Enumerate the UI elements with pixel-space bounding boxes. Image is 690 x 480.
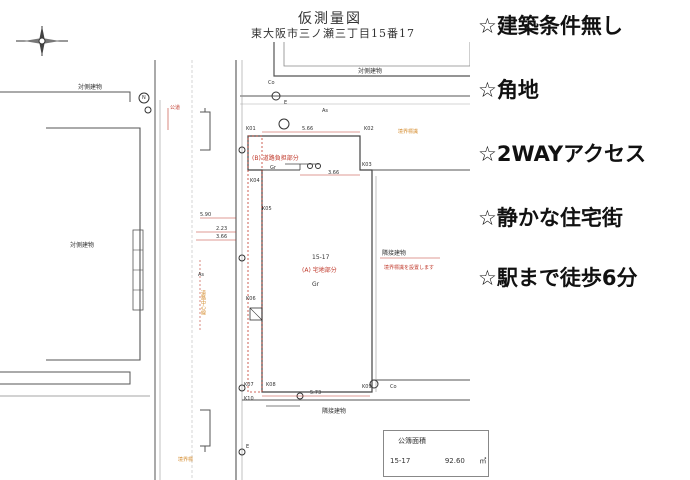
area-row: 15-17 92.60 ㎡	[390, 456, 486, 466]
survey-title: 仮測量図	[298, 11, 362, 27]
dim-left-offset-2: 3.66	[216, 234, 228, 240]
label-adjacent-building-right: 隣接建物	[382, 250, 407, 257]
label-opposite-building-left: 対側建物	[70, 242, 95, 249]
label-n-marker: N	[142, 95, 146, 101]
label-opposite-building-top: 対側建物	[358, 68, 383, 75]
feature-no-build-condition: ☆建築条件無し	[478, 14, 623, 38]
point-k01: K01	[246, 126, 256, 132]
label-e-bottom: E	[246, 444, 250, 450]
area-lot: 15-17	[390, 457, 411, 465]
label-e-top: E	[284, 100, 288, 106]
label-road-center: 道路中心線	[200, 290, 206, 315]
area-table	[383, 430, 489, 477]
feature-2way-access: ☆2WAYアクセス	[478, 142, 647, 166]
point-k04: K04	[250, 178, 260, 184]
label-bottom-left-note: 境界標	[178, 457, 194, 463]
point-k06: K06	[246, 296, 256, 302]
area-heading: 公簿面積	[398, 437, 426, 445]
dim-top-width: 5.66	[302, 126, 314, 132]
dim-road-width: 5.90	[200, 212, 212, 218]
feature-corner-lot: ☆角地	[478, 78, 539, 102]
label-road: 公道	[170, 105, 181, 111]
point-k08: K08	[266, 382, 276, 388]
label-adjacent-note: 境界標識を設置します	[384, 265, 435, 271]
feature-quiet-neighborhood: ☆静かな住宅街	[478, 206, 623, 230]
point-k09: K09	[362, 384, 372, 390]
label-as-top: As	[322, 108, 329, 114]
label-ground-center: Gr	[312, 281, 320, 288]
dim-bottom-width: 5.73	[310, 390, 322, 396]
label-as-left: As	[198, 272, 205, 278]
label-top-right-note: 境界標識	[398, 129, 419, 135]
survey-map	[0, 42, 470, 480]
area-unit: ㎡	[479, 457, 487, 465]
area-value: 92.60	[444, 457, 465, 465]
point-k10: K10	[244, 396, 254, 402]
label-opposite-building-left-top: 対側建物	[78, 84, 103, 91]
point-k05: K05	[262, 206, 272, 212]
dim-gate-width: 3.66	[328, 170, 340, 176]
label-lot-number: 15-17	[312, 254, 330, 261]
survey-address: 東大阪市三ノ瀬三丁目15番17	[251, 27, 415, 40]
dim-left-offset-1: 2.23	[216, 226, 228, 232]
label-ground-left: Gr	[270, 165, 276, 171]
feature-station-walk: ☆駅まで徒歩6分	[478, 266, 638, 290]
point-k03: K03	[362, 162, 372, 168]
label-lot-use: (A) 宅地部分	[302, 267, 337, 274]
label-adjacent-building-bottom: 隣接建物	[322, 408, 347, 415]
label-road-burden: (B) 道路負担部分	[252, 155, 299, 162]
point-k07: K07	[244, 382, 254, 388]
compass-icon	[16, 26, 68, 56]
label-co-top: Co	[268, 80, 275, 86]
label-co-bottom: Co	[390, 384, 397, 390]
point-k02: K02	[364, 126, 374, 132]
